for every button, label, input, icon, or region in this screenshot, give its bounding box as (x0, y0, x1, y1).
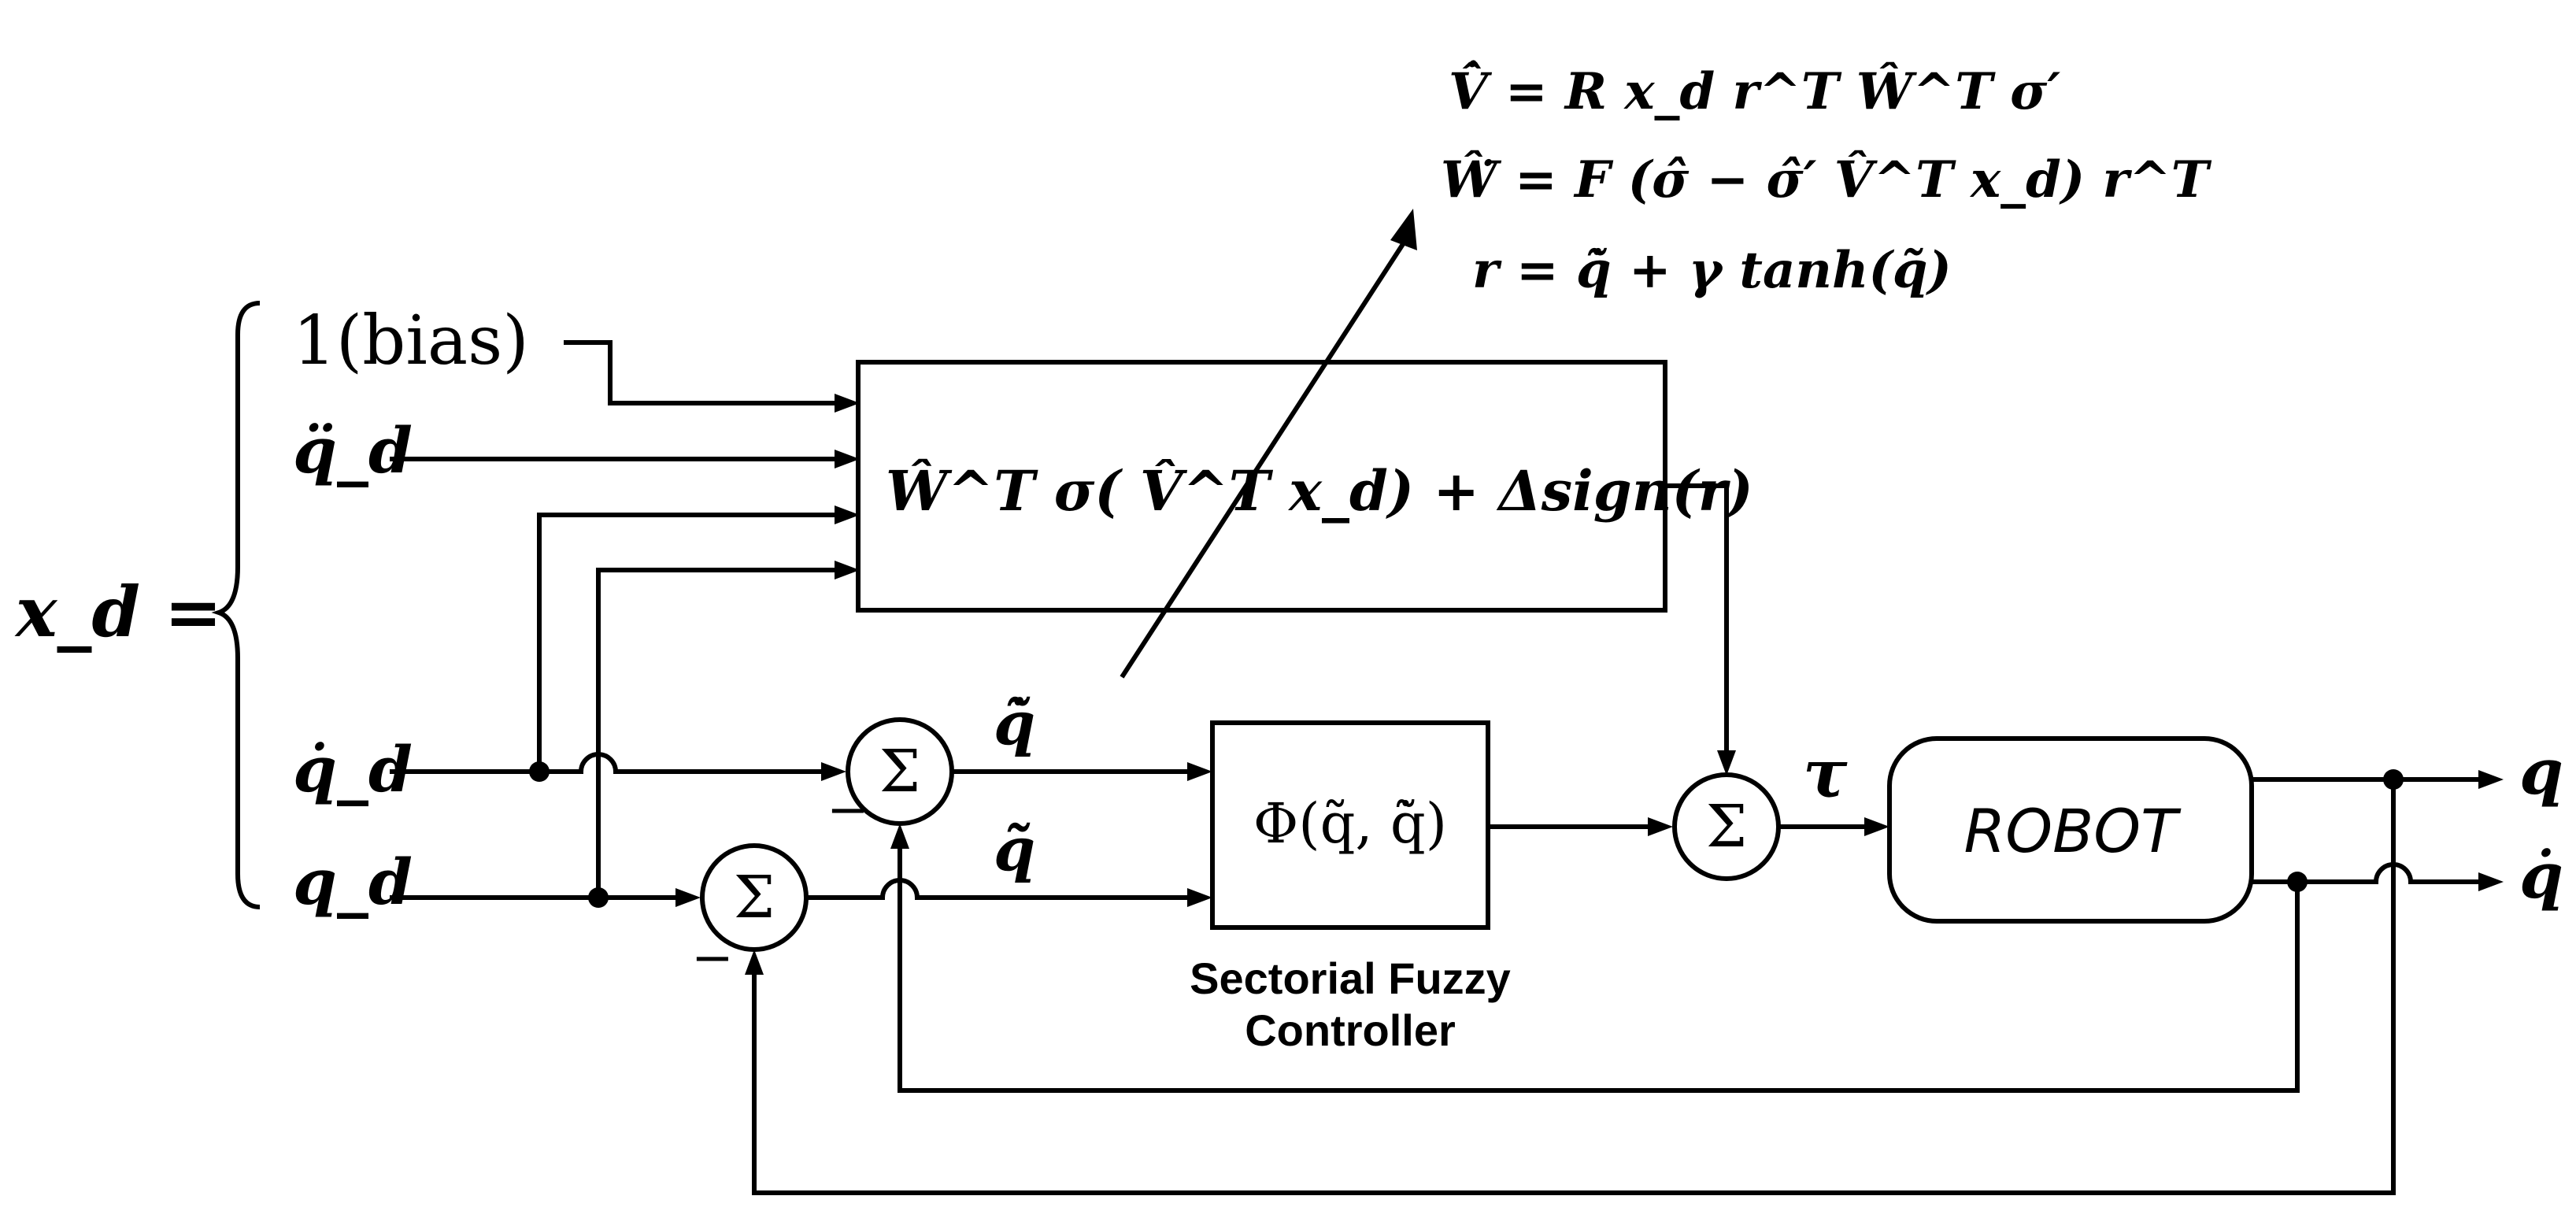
neural-network-block (856, 360, 1667, 613)
w-update-equation: Ŵ̇ = F (σ̂ − σ̂′ V̂^T x_d) r^T (1441, 150, 2212, 209)
bias-input-label: 1(bias) (293, 302, 529, 380)
fuzzy-controller-expression: Φ(q̃, q̃̇) (1253, 791, 1447, 856)
qd-dot-junction (529, 761, 550, 782)
position-summer-symbol: Σ (734, 864, 775, 931)
qd-dot-nn-arrowhead (835, 505, 860, 524)
velocity-summer-symbol: Σ (879, 738, 920, 805)
position-error-arrowhead (1187, 888, 1212, 907)
robot-label: ROBOT (1963, 796, 2182, 866)
bias-wire (564, 340, 836, 405)
qd-input-label: q_d (293, 845, 413, 919)
nn-output-wire (1665, 483, 1729, 752)
neural-network-expression: Ŵ^T σ( V̂^T x_d) + Δsign(r) (886, 458, 1753, 524)
velocity-feedback-wire (898, 847, 2300, 1093)
q-output-label: q (2519, 735, 2563, 809)
r-definition-equation: r = q̃̇ + γ tanh(q̃) (1472, 241, 1952, 300)
position-feedback-arrowhead (745, 950, 764, 975)
qd-dot-arrowhead (821, 762, 846, 781)
velocity-error-arrowhead (1187, 762, 1212, 781)
nn-output-arrowhead (1717, 750, 1736, 776)
position-error-label: q̃ (994, 814, 1035, 884)
adaptation-arrow-line (1120, 227, 1416, 679)
velocity-error-label: q̃̇ (994, 688, 1035, 758)
fuzzy-controller-block (1210, 720, 1490, 930)
qd-dot-nn-wire (537, 513, 836, 772)
qdd-arrowhead (835, 450, 860, 468)
qdot-output-arrowhead (2478, 872, 2504, 891)
qd-nn-wire (596, 568, 836, 898)
torque-arrowhead (1864, 817, 1889, 836)
qd-junction (588, 887, 609, 908)
xd-label: x_d = (14, 571, 222, 653)
qdd-input-label: q̈_d (293, 413, 413, 487)
robot-block (1887, 736, 2254, 924)
input-brace (211, 301, 261, 909)
fuzzy-output-arrowhead (1648, 817, 1673, 836)
fuzzy-caption-line2: Controller (1245, 1005, 1456, 1055)
position-summer-minus: − (691, 929, 734, 987)
qdot-output-label: q̇ (2519, 839, 2563, 913)
qd-dot-main-wire (390, 752, 823, 774)
qdot-output-wire (2252, 862, 2480, 884)
torque-summer-symbol: Σ (1706, 793, 1747, 861)
fuzzy-caption-line1: Sectorial Fuzzy (1190, 953, 1511, 1003)
velocity-feedback-arrowhead (890, 824, 909, 849)
v-update-equation: V̂̇ = R x_d r^T Ŵ^T σ′ (1449, 59, 2060, 121)
velocity-summer-minus: − (827, 781, 869, 839)
adaptation-arrowhead (1390, 209, 1417, 250)
q-output-arrowhead (2478, 770, 2504, 789)
position-feedback-wire (752, 779, 2396, 1195)
qd-arrowhead (675, 888, 701, 907)
torque-label: τ (1803, 735, 1848, 813)
qd-nn-arrowhead (835, 561, 860, 579)
bias-arrowhead (835, 394, 860, 413)
